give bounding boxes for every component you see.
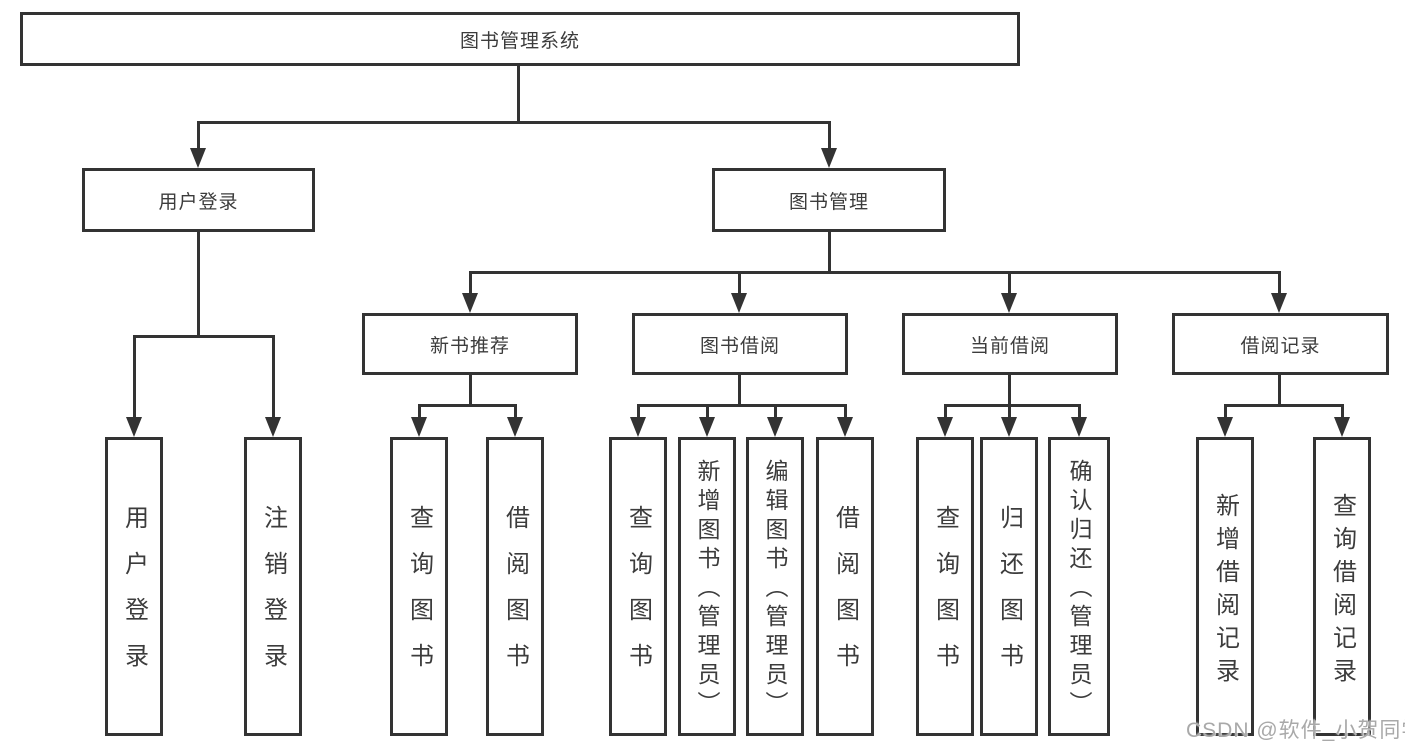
leaf-current-return-books: 归还图书 [980,437,1038,736]
connector-current-borrow-stem [1008,375,1011,406]
leaf-current-confirm-return-admin-label: 确认归还（管理员） [1066,459,1092,720]
node-user-login: 用户登录 [82,168,315,232]
arrow-down-icon [411,417,427,437]
node-book-management: 图书管理 [712,168,946,232]
leaf-recommend-query-books-label: 查询图书 [405,504,433,689]
leaf-current-query-books-label: 查询图书 [931,504,959,689]
leaf-current-query-books: 查询图书 [916,437,974,736]
connector-drop-book-management [828,121,831,154]
node-borrow-records: 借阅记录 [1172,313,1389,375]
connector-drop-leaf [514,404,517,423]
leaf-recommend-query-books: 查询图书 [390,437,448,736]
arrow-down-icon [1001,417,1017,437]
connector-book-borrow-stem [738,375,741,406]
connector-drop-leaf [1224,404,1227,423]
leaf-records-add-record: 新增借阅记录 [1196,437,1254,736]
connector-drop-leaf [774,404,777,423]
arrow-down-icon [462,293,478,313]
connector-book-management-rail [469,271,1281,274]
leaf-records-add-record-label: 新增借阅记录 [1211,492,1239,691]
arrow-down-icon [699,417,715,437]
connector-book-borrow-rail [637,404,847,407]
node-book-borrow-label: 图书借阅 [699,335,780,357]
connector-root-rail [197,121,831,124]
connector-current-borrow-rail [944,404,1081,407]
leaf-borrow-query-books: 查询图书 [609,437,667,736]
csdn-watermark: CSDN @软件_小贺同学 [1186,719,1405,742]
leaf-logout: 注销登录 [244,437,302,736]
connector-drop-leaf [844,404,847,423]
leaf-logout-label: 注销登录 [259,504,287,689]
leaf-borrow-borrow-books-label: 借阅图书 [831,504,859,689]
connector-drop-borrow-records [1278,271,1281,298]
arrow-down-icon [265,417,281,437]
leaf-borrow-query-books-label: 查询图书 [624,504,652,689]
connector-borrow-records-rail [1224,404,1343,407]
connector-drop-leaf [1341,404,1344,423]
arrow-down-icon [731,293,747,313]
connector-drop-book-borrow [738,271,741,298]
connector-drop-leaf [1008,404,1011,423]
leaf-current-return-books-label: 归还图书 [995,504,1023,689]
connector-borrow-records-stem [1278,375,1281,406]
connector-root-stem [517,66,520,123]
connector-drop-current-borrow [1008,271,1011,298]
arrow-down-icon [1001,293,1017,313]
connector-user-login-stem [197,232,200,337]
connector-drop-leaf [637,404,640,423]
leaf-records-query-record-label: 查询借阅记录 [1328,492,1356,691]
node-user-login-label: 用户登录 [158,191,239,213]
node-new-book-recommend-label: 新书推荐 [429,335,510,357]
arrow-down-icon [837,417,853,437]
leaf-recommend-borrow-books: 借阅图书 [486,437,544,736]
connector-drop-leaf [418,404,421,423]
connector-drop-leaf [944,404,947,423]
arrow-down-icon [190,148,206,168]
node-borrow-records-label: 借阅记录 [1240,335,1321,357]
node-root: 图书管理系统 [20,12,1020,66]
leaf-recommend-borrow-books-label: 借阅图书 [501,504,529,689]
arrow-down-icon [1217,417,1233,437]
arrow-down-icon [630,417,646,437]
leaf-records-query-record: 查询借阅记录 [1313,437,1371,736]
arrow-down-icon [126,417,142,437]
connector-drop-leaf [133,335,136,423]
node-book-borrow: 图书借阅 [632,313,848,375]
connector-new-book-rail [418,404,517,407]
node-current-borrow: 当前借阅 [902,313,1118,375]
connector-drop-new-book [469,271,472,298]
node-current-borrow-label: 当前借阅 [969,335,1050,357]
connector-drop-leaf [706,404,709,423]
connector-book-management-stem [828,232,831,274]
connector-new-book-stem [469,375,472,406]
leaf-user-login: 用户登录 [105,437,163,736]
node-book-management-label: 图书管理 [788,191,869,213]
connector-drop-leaf [272,335,275,423]
arrow-down-icon [1071,417,1087,437]
node-new-book-recommend: 新书推荐 [362,313,578,375]
arrow-down-icon [1271,293,1287,313]
leaf-borrow-add-books-admin: 新增图书（管理员） [678,437,736,736]
leaf-user-login-label: 用户登录 [120,504,148,689]
leaf-borrow-edit-books-admin-label: 编辑图书（管理员） [762,459,788,720]
node-root-label: 图书管理系统 [459,30,580,52]
arrow-down-icon [1334,417,1350,437]
arrow-down-icon [507,417,523,437]
arrow-down-icon [767,417,783,437]
connector-user-login-rail [133,335,275,338]
leaf-current-confirm-return-admin: 确认归还（管理员） [1048,437,1110,736]
leaf-borrow-borrow-books: 借阅图书 [816,437,874,736]
arrow-down-icon [821,148,837,168]
leaf-borrow-add-books-admin-label: 新增图书（管理员） [694,459,720,720]
connector-drop-user-login [197,121,200,154]
arrow-down-icon [937,417,953,437]
leaf-borrow-edit-books-admin: 编辑图书（管理员） [746,437,804,736]
connector-drop-leaf [1078,404,1081,423]
